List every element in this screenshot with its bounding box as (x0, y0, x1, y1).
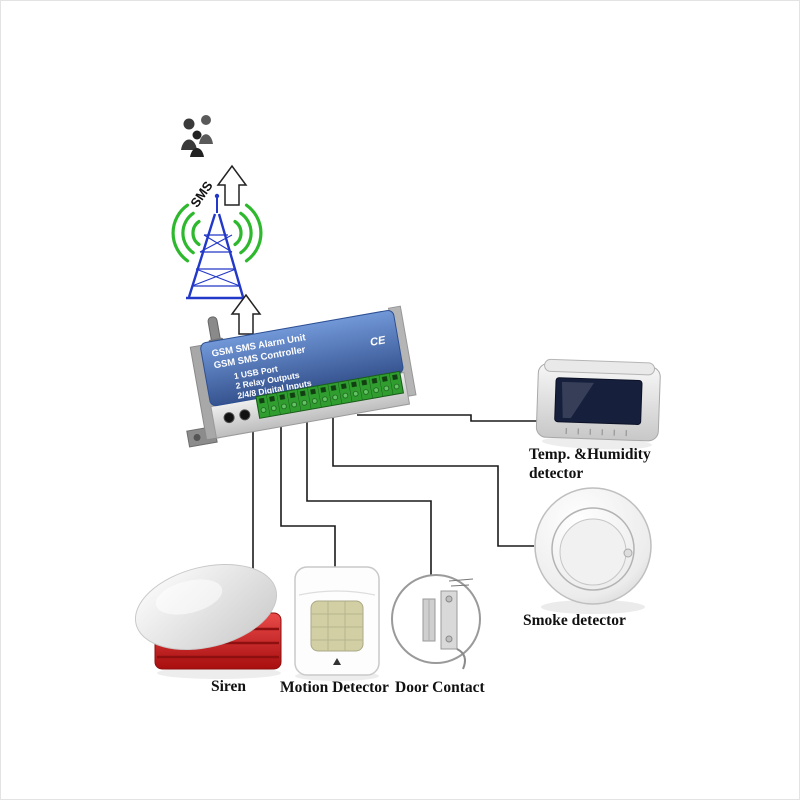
door-contact-label: Door Contact (395, 679, 486, 696)
smoke-detector-label: Smoke detector (523, 612, 626, 629)
temp-detector-label-line1: Temp. &Humidity (529, 446, 651, 463)
detector-vents (565, 427, 628, 437)
signal-waves-icon (171, 203, 263, 263)
motion-detector-label: Motion Detector (280, 679, 389, 696)
door-contact-fineprint (448, 578, 474, 587)
door-contact-circle (391, 574, 481, 664)
detector-screen (554, 377, 643, 425)
controller-up-arrow-icon (230, 293, 262, 335)
ce-mark: CE (369, 334, 387, 349)
aux-connector-icon (239, 409, 251, 421)
person-icon (192, 130, 202, 140)
door-contact-switch (440, 590, 458, 650)
motion-detector (294, 566, 380, 681)
temp-humidity-detector (535, 358, 661, 450)
sms-label: SMS (187, 178, 216, 210)
wire-to-motion-detector (280, 427, 336, 570)
connection-wires (252, 414, 542, 576)
door-contact-wire (456, 648, 466, 670)
siren (134, 563, 282, 679)
smoke-detector (534, 487, 652, 614)
wire-to-temp-detector (357, 414, 542, 422)
power-connector-icon (223, 412, 235, 424)
terminal-block (255, 370, 405, 419)
pir-indicator (333, 658, 341, 665)
siren-label: Siren (211, 678, 246, 695)
person-icon (201, 115, 211, 125)
people-group-icon (181, 115, 213, 157)
gsm-tower-icon (186, 193, 246, 300)
door-contact (391, 574, 481, 670)
pir-lens-window (310, 600, 364, 652)
temp-detector-label-line2: detector (529, 465, 583, 482)
smoke-test-button (623, 548, 633, 558)
person-icon (183, 118, 195, 130)
sms-up-arrow-icon (216, 164, 248, 206)
wire-to-smoke-detector (332, 418, 534, 547)
wire-to-door-contact (306, 422, 432, 576)
gsm-controller: GSM SMS Alarm Unit GSM SMS Controller 1 … (186, 305, 417, 448)
